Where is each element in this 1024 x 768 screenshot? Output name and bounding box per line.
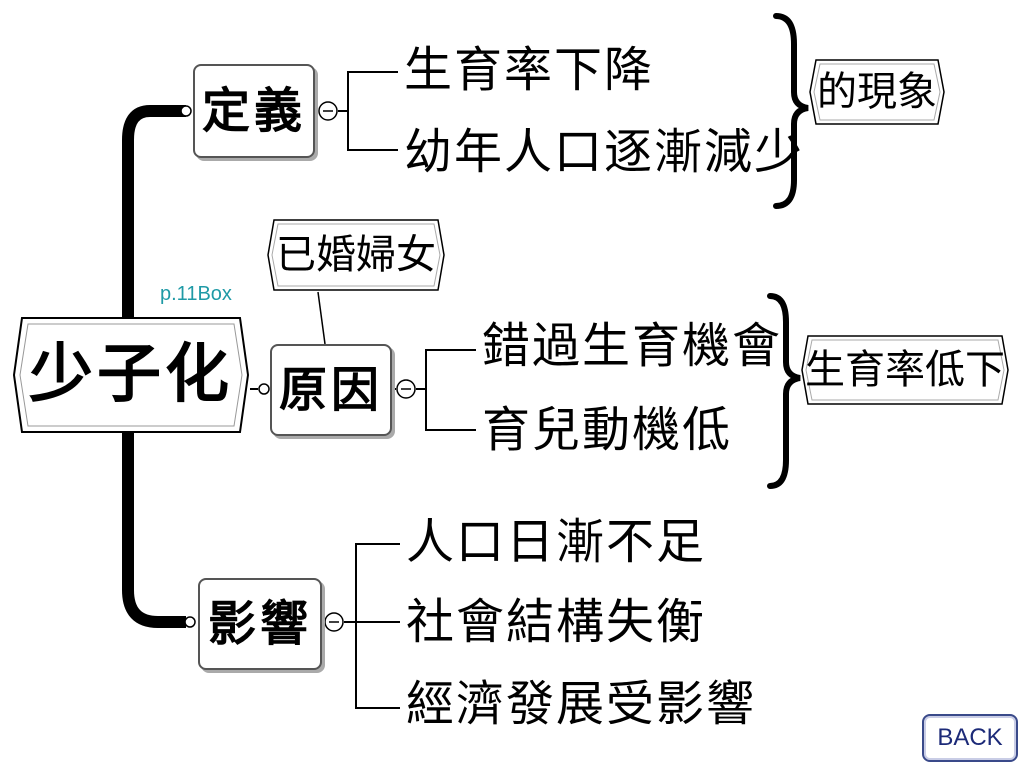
definition-conclusion: 的現象 bbox=[808, 58, 946, 126]
root-node: 少子化 bbox=[12, 316, 250, 434]
branch-definition-label: 定義 bbox=[201, 83, 306, 139]
definition-leaf-1: 生育率下降 bbox=[404, 42, 655, 98]
effects-collapse-toggle[interactable] bbox=[323, 611, 345, 633]
joint-reasons bbox=[258, 383, 270, 395]
reasons-subject: 已婚婦女 bbox=[266, 218, 446, 292]
joint-effects bbox=[184, 616, 196, 628]
subject-connector bbox=[317, 291, 326, 345]
definition-leaf-connector bbox=[347, 71, 398, 151]
branch-effects: 影響 bbox=[198, 578, 322, 670]
reasons-leaf-2: 育兒動機低 bbox=[482, 402, 733, 458]
effects-leaf-1: 人口日漸不足 bbox=[406, 514, 707, 570]
reasons-conclusion-label: 生育率低下 bbox=[805, 347, 1005, 393]
definition-conclusion-label: 的現象 bbox=[817, 69, 937, 115]
page-reference-link[interactable]: p.11Box bbox=[160, 283, 232, 305]
definition-collapse-toggle[interactable] bbox=[317, 100, 339, 122]
branch-effects-label: 影響 bbox=[207, 596, 312, 652]
branch-definition: 定義 bbox=[193, 64, 315, 158]
effects-leaf-connector bbox=[355, 543, 400, 709]
effects-leaf-3: 經濟發展受影響 bbox=[406, 676, 757, 732]
definition-leaf-2: 幼年人口逐漸減少 bbox=[404, 124, 805, 180]
root-label: 少子化 bbox=[29, 337, 233, 412]
joint-definition bbox=[180, 105, 192, 117]
back-button[interactable]: BACK bbox=[922, 714, 1018, 762]
reasons-collapse-toggle[interactable] bbox=[395, 378, 417, 400]
reasons-leaf-1: 錯過生育機會 bbox=[482, 318, 783, 374]
reasons-conclusion: 生育率低下 bbox=[800, 334, 1010, 406]
effects-leaf-2: 社會結構失衡 bbox=[406, 594, 707, 650]
reasons-subject-label: 已婚婦女 bbox=[276, 232, 436, 278]
branch-reasons-label: 原因 bbox=[278, 362, 383, 418]
definition-brace bbox=[773, 13, 809, 209]
reasons-brace bbox=[767, 293, 801, 489]
branch-reasons: 原因 bbox=[270, 344, 392, 436]
reasons-leaf-connector bbox=[425, 349, 476, 431]
